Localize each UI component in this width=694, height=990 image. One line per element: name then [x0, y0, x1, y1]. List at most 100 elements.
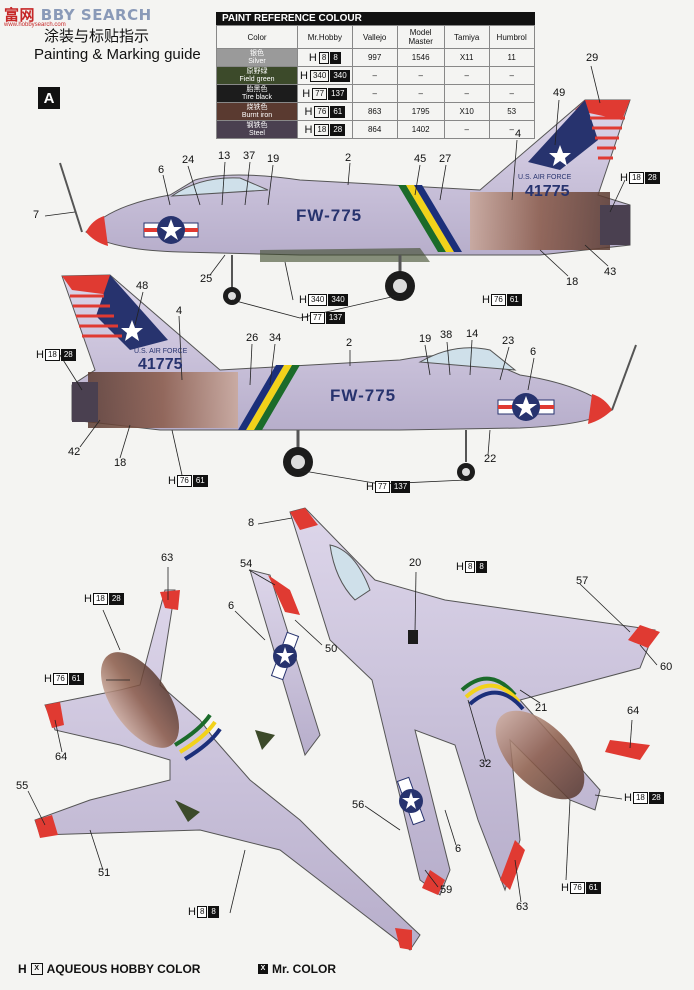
- stab-tip-red: [605, 740, 650, 760]
- callout-19: 19: [267, 153, 280, 165]
- fuselage-color-bands: [238, 365, 300, 430]
- wingtip-red: [628, 625, 660, 648]
- fin-star: [121, 320, 143, 341]
- nose-red: [395, 928, 412, 950]
- pitot-tube: [59, 162, 83, 233]
- callout-2: 2: [346, 337, 353, 349]
- legend-aqueous-text: AQUEOUS HOBBY COLOR: [46, 962, 201, 976]
- th-model-master: Model Master: [396, 25, 445, 49]
- serial-2: 41775: [138, 356, 183, 373]
- fuselage-color-bands: [398, 185, 462, 252]
- legend-mr-color-text: Mr. COLOR: [272, 962, 337, 976]
- fin-tip-red: [575, 100, 630, 120]
- national-insignia: [497, 393, 555, 421]
- fin-blue-field: [528, 100, 598, 170]
- canopy: [329, 544, 371, 601]
- callout-4: 4: [176, 305, 183, 317]
- fuselage-color-bands: [173, 713, 222, 761]
- callout-6: 6: [455, 843, 462, 855]
- cell-humbrol: –: [488, 120, 535, 139]
- callout-49: 49: [553, 87, 566, 99]
- callout-27: 27: [439, 153, 452, 165]
- panel-label: A: [38, 87, 60, 109]
- callout-23: 23: [502, 335, 515, 347]
- aft-burnt: [495, 710, 585, 800]
- callout-18: 18: [566, 276, 579, 288]
- callout-63: 63: [516, 901, 529, 913]
- callout-19: 19: [419, 333, 432, 345]
- national-insignia: [143, 216, 199, 244]
- service-label-1: U.S. AIR FORCE: [518, 174, 572, 181]
- callout-26: 26: [246, 332, 259, 344]
- aft-fuselage-burnt: [88, 372, 238, 428]
- nose-red: [290, 508, 318, 530]
- watermark-url: www.hobbysearch.com: [4, 22, 66, 28]
- callout-64: 64: [627, 705, 640, 717]
- callout-34: 34: [269, 332, 282, 344]
- callout-24: 24: [182, 154, 195, 166]
- legend-mr-color: X Mr. COLOR: [258, 962, 336, 976]
- watermark-logo: 富网 BBY SEARCH: [4, 6, 152, 24]
- intake-panel: [408, 630, 418, 644]
- callout-20: 20: [409, 557, 422, 569]
- callout-2: 2: [345, 152, 352, 164]
- stab-tip-red: [45, 702, 64, 728]
- callout-64: 64: [55, 751, 68, 763]
- callout-6: 6: [228, 600, 235, 612]
- fin-star: [549, 145, 571, 166]
- callout-59: 59: [440, 884, 453, 896]
- th-humbrol: Humbrol: [488, 25, 535, 49]
- title-english: Painting & Marking guide: [34, 46, 201, 63]
- tail-nozzle: [72, 382, 98, 422]
- side-view-right-facing: [61, 274, 637, 481]
- national-insignia: [396, 776, 426, 826]
- nose-red: [588, 394, 612, 424]
- pylon-2: [175, 800, 200, 822]
- callout-18: 18: [114, 457, 127, 469]
- tail-nozzle: [600, 205, 630, 245]
- wingtip-red: [268, 575, 300, 615]
- leader-lines: [27, 65, 658, 914]
- fuel-tank: [260, 248, 430, 262]
- aft-burnt: [100, 652, 180, 748]
- aft-fuselage-burnt: [470, 192, 610, 250]
- callout-48: 48: [136, 280, 149, 292]
- callout-51: 51: [98, 867, 111, 879]
- callout-6: 6: [530, 346, 537, 358]
- callout-25: 25: [200, 273, 213, 285]
- cell-vallejo: 864: [351, 120, 398, 139]
- callout-37: 37: [243, 150, 256, 162]
- callout-6: 6: [158, 164, 165, 176]
- callout-57: 57: [576, 575, 589, 587]
- paint-reference-table: PAINT REFERENCE COLOUR Color Mr.Hobby Va…: [216, 12, 535, 139]
- callout-4: 4: [515, 128, 522, 140]
- callout-38: 38: [440, 329, 453, 341]
- callout-54: 54: [240, 558, 253, 570]
- pylon: [255, 730, 275, 750]
- callout-32: 32: [479, 758, 492, 770]
- fuselage-color-bands: [460, 676, 525, 711]
- callout-45: 45: [414, 153, 427, 165]
- callout-13: 13: [218, 150, 231, 162]
- callout-42: 42: [68, 446, 81, 458]
- fin-tip-red: [160, 590, 180, 610]
- service-label-2: U.S. AIR FORCE: [134, 348, 188, 355]
